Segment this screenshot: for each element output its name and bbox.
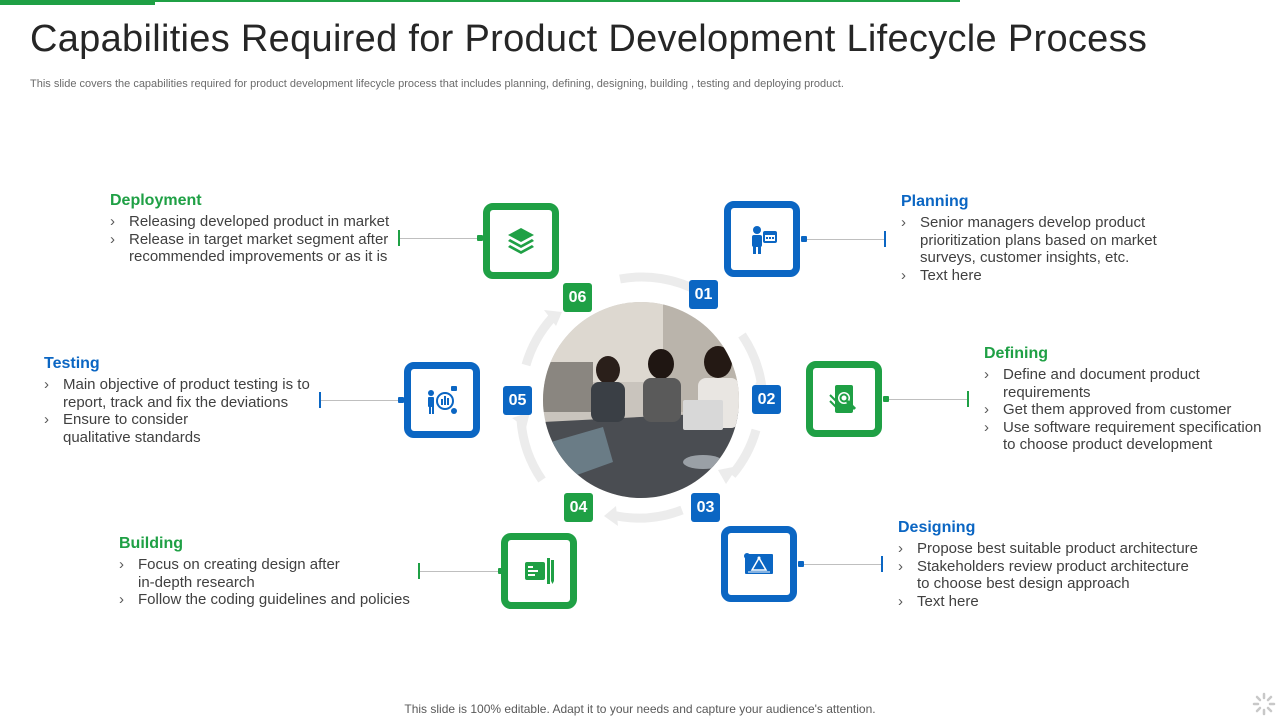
step-number-03: 03 xyxy=(691,493,720,522)
planning-bullet: Text here xyxy=(901,267,1176,285)
building-heading: Building xyxy=(119,535,183,552)
testing-connector-tick xyxy=(319,392,321,408)
step-number-02: 02 xyxy=(752,385,781,414)
step-number-01: 01 xyxy=(689,280,718,309)
top-accent-line xyxy=(0,0,960,2)
deployment-icon-box xyxy=(483,203,559,279)
building-text-block: Building Focus on creating design after … xyxy=(119,535,419,609)
deployment-connector xyxy=(400,238,477,239)
testing-heading: Testing xyxy=(44,355,100,372)
designing-bullet: Text here xyxy=(898,593,1218,611)
code-tools-icon xyxy=(525,558,554,584)
designing-bullet: Stakeholders review product architecture… xyxy=(898,558,1202,593)
deployment-text-block: Deployment Releasing developed product i… xyxy=(110,192,400,266)
testing-text-block: Testing Main objective of product testin… xyxy=(44,355,319,446)
defining-bullet: Get them approved from customer xyxy=(984,401,1264,419)
designing-text-block: Designing Propose best suitable product … xyxy=(898,519,1218,610)
defining-connector xyxy=(889,399,967,400)
building-icon-box xyxy=(501,533,577,609)
top-accent-bar xyxy=(0,0,155,5)
presenter-calendar-icon xyxy=(752,226,777,254)
deployment-bullet: Releasing developed product in market xyxy=(110,213,400,231)
testing-connector-dot xyxy=(398,397,404,403)
defining-text-block: Defining Define and document product req… xyxy=(984,345,1264,454)
slide-subtitle: This slide covers the capabilities requi… xyxy=(30,78,844,90)
planning-icon-box xyxy=(724,201,800,277)
document-search-icon xyxy=(829,385,857,413)
defining-bullet: Define and document product requirements xyxy=(984,366,1213,401)
designing-connector-dot xyxy=(798,561,804,567)
defining-icon-box xyxy=(806,361,882,437)
building-connector-dot xyxy=(498,568,504,574)
step-number-04: 04 xyxy=(564,493,593,522)
planning-bullet: Senior managers develop product prioriti… xyxy=(901,214,1176,267)
testing-icon-box xyxy=(404,362,480,438)
layers-stack-icon xyxy=(508,228,534,254)
designing-heading: Designing xyxy=(898,519,976,536)
step-number-05: 05 xyxy=(503,386,532,415)
analysis-presenter-icon xyxy=(428,386,457,414)
blueprint-icon xyxy=(744,553,773,574)
slide-footer: This slide is 100% editable. Adapt it to… xyxy=(404,702,876,716)
slide-title: Capabilities Required for Product Develo… xyxy=(30,18,1148,60)
designing-connector xyxy=(804,564,881,565)
testing-bullet: Ensure to consider qualitative standards xyxy=(44,411,213,446)
planning-text-block: Planning Senior managers develop product… xyxy=(901,193,1176,284)
building-connector xyxy=(420,571,498,572)
planning-connector xyxy=(807,239,884,240)
building-connector-tick xyxy=(418,563,420,579)
deployment-heading: Deployment xyxy=(110,192,202,209)
step-number-06: 06 xyxy=(563,283,592,312)
defining-connector-dot xyxy=(883,396,889,402)
defining-connector-tick xyxy=(967,391,969,407)
defining-heading: Defining xyxy=(984,345,1048,362)
loading-spinner-icon xyxy=(1252,692,1276,716)
deployment-bullet: Release in target market segment after r… xyxy=(110,231,391,266)
defining-bullet: Use software requirement specification t… xyxy=(984,419,1264,454)
planning-heading: Planning xyxy=(901,193,969,210)
deployment-connector-dot xyxy=(477,235,483,241)
designing-connector-tick xyxy=(881,556,883,572)
building-bullet: Focus on creating design after in-depth … xyxy=(119,556,343,591)
team-meeting-photo xyxy=(543,302,739,498)
planning-connector-tick xyxy=(884,231,886,247)
testing-connector xyxy=(321,400,398,401)
building-bullet: Follow the coding guidelines and policie… xyxy=(119,591,419,609)
deployment-connector-tick xyxy=(398,230,400,246)
designing-icon-box xyxy=(721,526,797,602)
testing-bullet: Main objective of product testing is to … xyxy=(44,376,313,411)
planning-connector-dot xyxy=(801,236,807,242)
designing-bullet: Propose best suitable product architectu… xyxy=(898,540,1218,558)
